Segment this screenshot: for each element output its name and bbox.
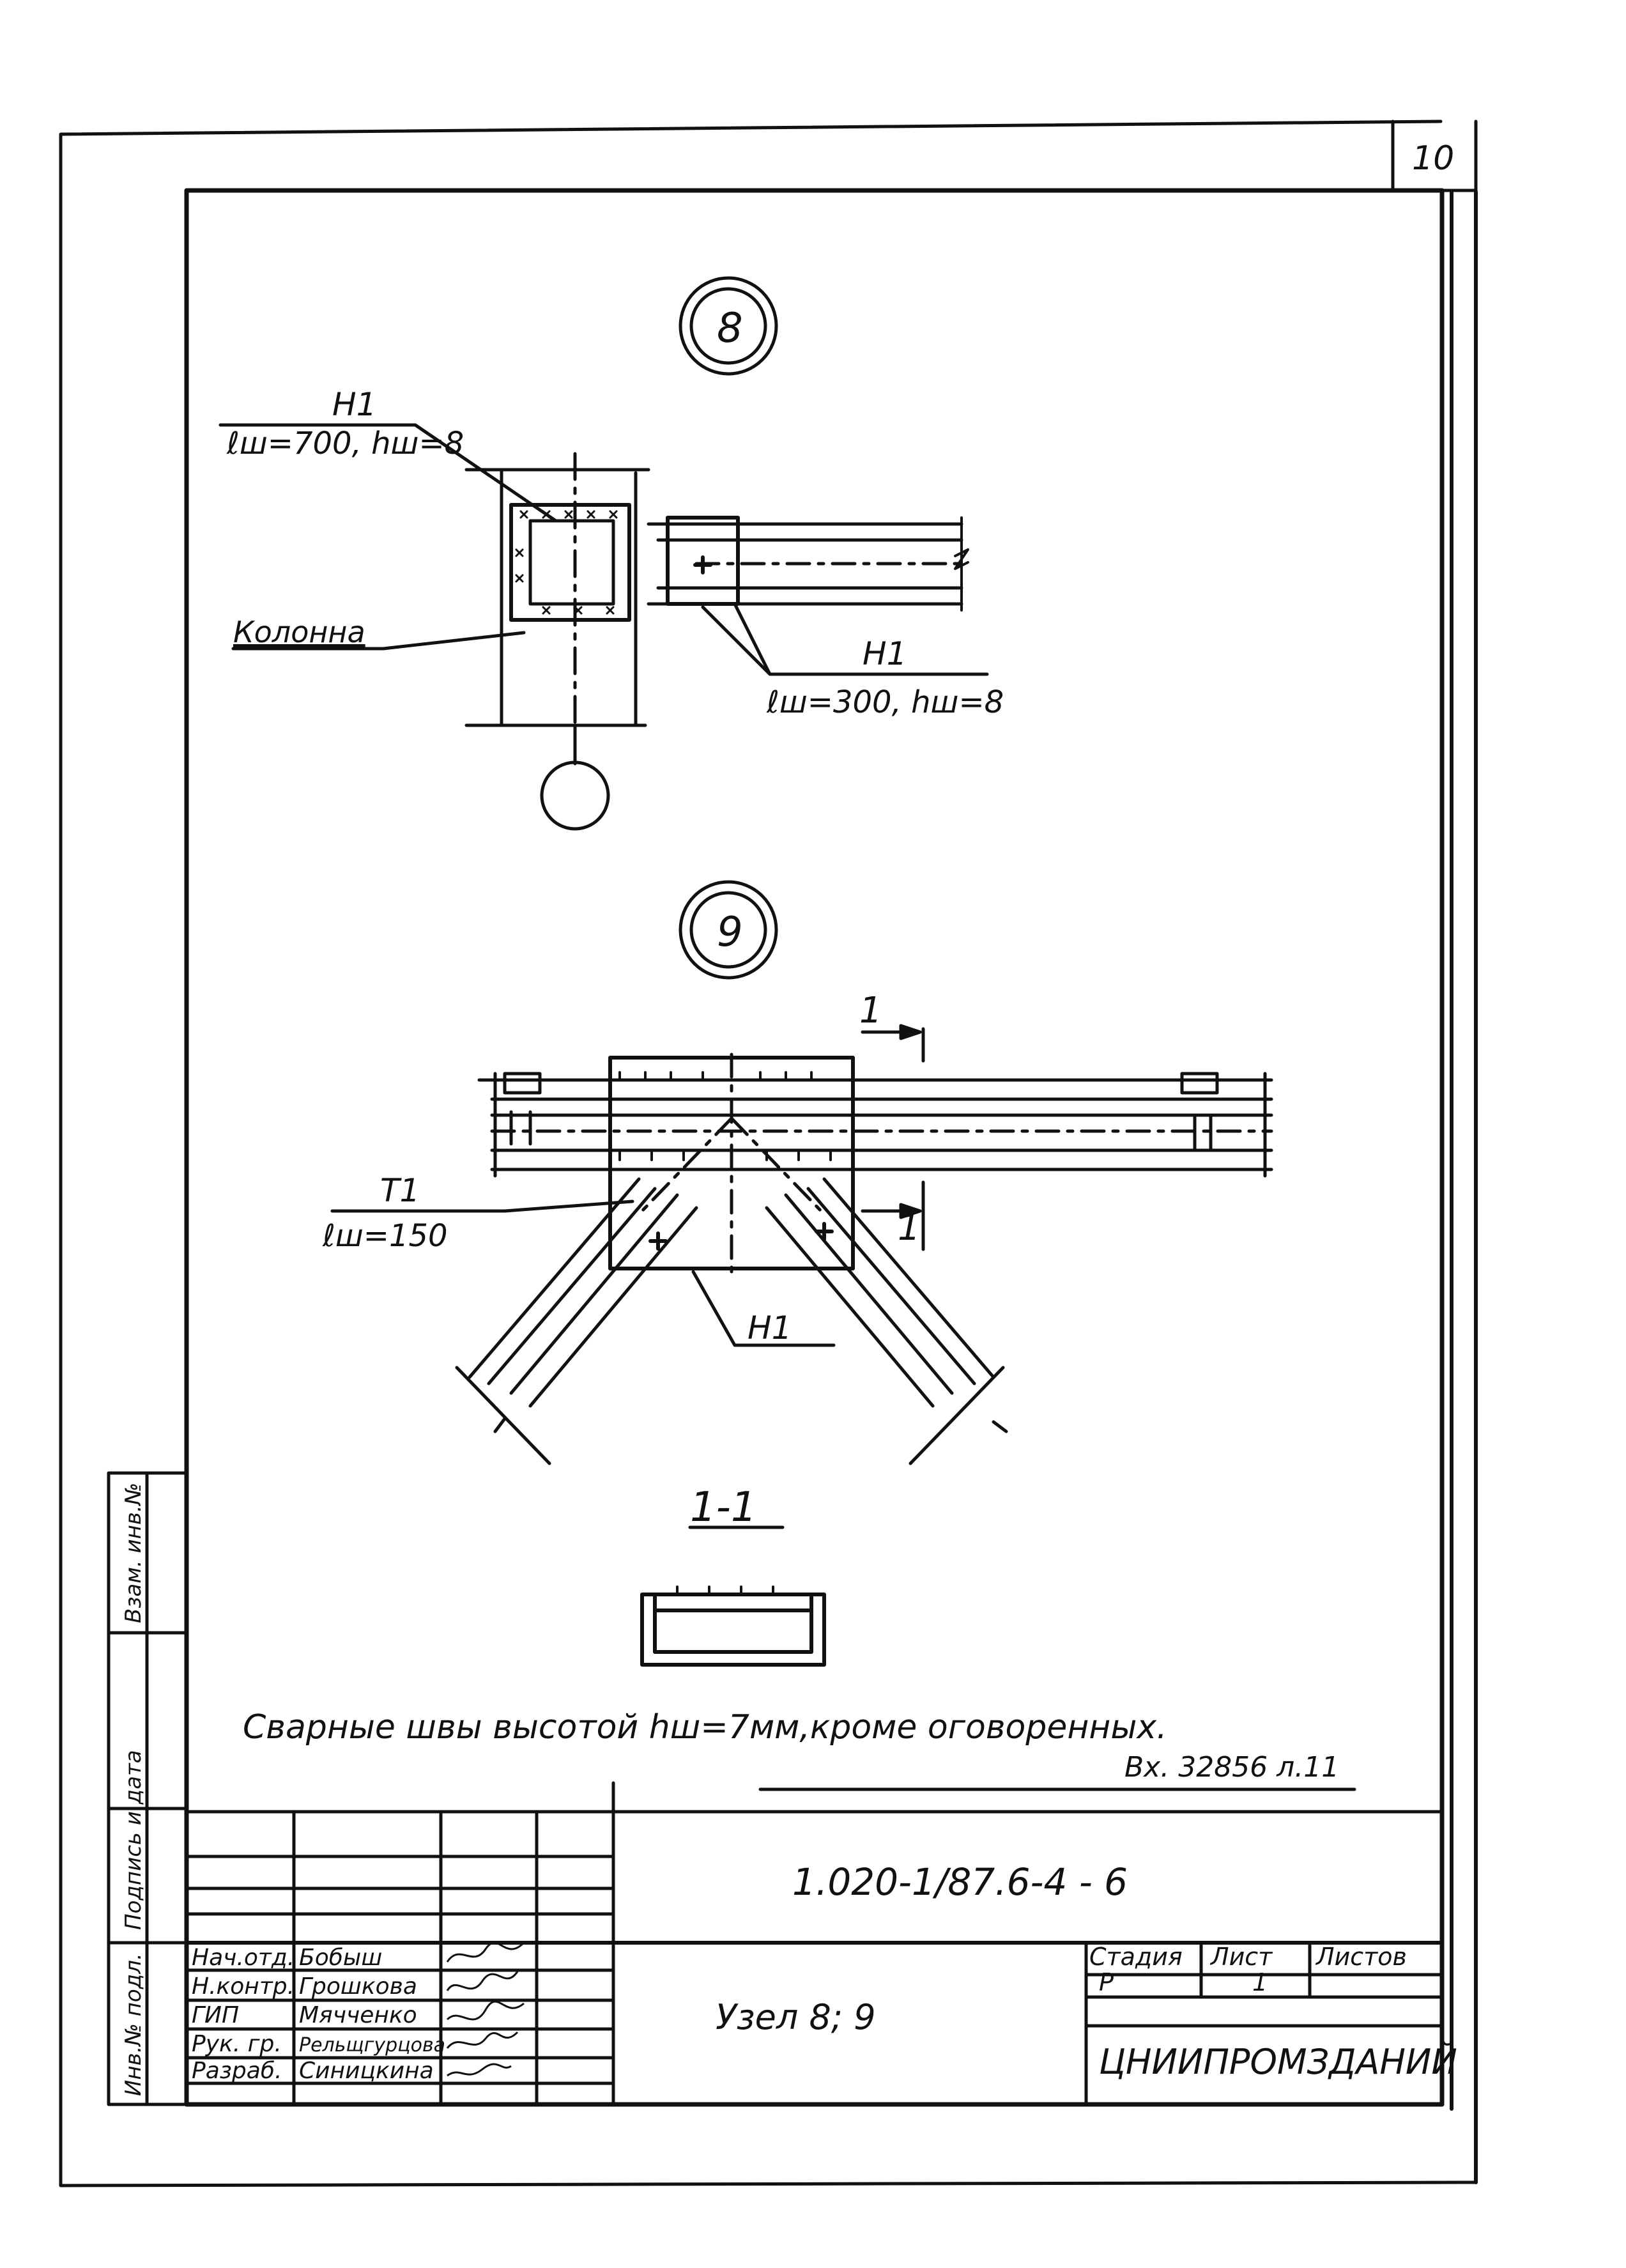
drawing-frame (184, 188, 1445, 2107)
weld-t1-mark: T1 (380, 1172, 420, 1209)
detail-8-marker-inner (689, 287, 767, 365)
staff-role: Нач.отд. (192, 1945, 295, 1971)
side-stamp-lines (107, 1471, 188, 2106)
column-label: Колонна (233, 615, 365, 649)
detail-9-marker-outer (679, 880, 778, 980)
beam-break (954, 516, 969, 612)
column-tube-outer (509, 503, 631, 622)
value-stage: Р (1099, 1968, 1114, 1996)
column-tube-inner (528, 519, 615, 606)
detail-9-graphic (330, 880, 1273, 1465)
section-profile (640, 1593, 826, 1667)
weld-h1-mark: H1 (748, 1309, 792, 1346)
frame-right-double (1450, 190, 1478, 2184)
weld-right-mark: H1 (863, 635, 907, 672)
section-1-1-graphic (640, 1525, 826, 1667)
leader-right-weld (701, 602, 989, 676)
leader-t1 (330, 1200, 634, 1213)
diagonal-left (468, 1177, 698, 1408)
leader-h1 (691, 1270, 836, 1347)
staff-name: Бобыш (299, 1945, 382, 1971)
title-block-lines (185, 1781, 1444, 2106)
section-mark-bottom: 1 (898, 1207, 921, 1249)
stamp-inv-orig: Инв.№ подл. (121, 1953, 146, 2096)
value-sheet: 1 (1252, 1968, 1268, 1996)
detail-9-marker-label: 9 (717, 909, 743, 956)
section-welds (676, 1585, 774, 1596)
header-sheet: Лист (1209, 1943, 1273, 1971)
axis-marker (540, 760, 610, 831)
staff-name: Синицкина (299, 2058, 434, 2084)
header-sheets: Листов (1315, 1943, 1407, 1971)
chord-breaks (493, 1072, 1267, 1178)
staff-role: Н.контр. (192, 1973, 295, 2000)
chord-end-posts (509, 1110, 1213, 1152)
beam-outline (647, 522, 963, 606)
staff-name: Грошкова (299, 1973, 417, 2000)
diagonal-bolts (648, 1222, 834, 1251)
leader-top-weld (219, 423, 558, 523)
general-note: Сварные швы высотой hш=7мм,кроме оговоре… (243, 1708, 1167, 1747)
chord-stiffener-left (503, 1072, 542, 1095)
staff-rows: Нач.отд. Бобыш Н.контр. Грошкова ГИП Мяч… (192, 1945, 445, 2084)
weld-right-spec: ℓш=300, hш=8 (766, 684, 1004, 720)
detail-8-graphic (219, 276, 989, 831)
page-number-box (1391, 120, 1478, 192)
beam-plate (666, 516, 740, 606)
leader-column (231, 631, 526, 651)
top-chord (477, 1078, 1273, 1171)
weld-top-spec: ℓш=700, hш=8 (226, 426, 464, 461)
staff-name: Рельщгурцова (299, 2034, 445, 2056)
incoming-ref: Вх. 32856 л.11 (1124, 1751, 1339, 1784)
weld-t1-spec: ℓш=150 (322, 1218, 448, 1254)
diagonal-end-right (909, 1366, 1008, 1465)
column-outline (464, 468, 650, 727)
staff-role: ГИП (192, 2002, 239, 2028)
staff-role: Разраб. (192, 2058, 282, 2084)
doc-code: 1.020-1/87.6-4 - 6 (792, 1860, 1128, 1904)
detail-8-marker-label: 8 (717, 305, 743, 352)
section-1-1-label: 1-1 (690, 1484, 757, 1531)
organization: ЦНИИПРОМЗДАНИЙ (1099, 2042, 1457, 2082)
staff-name: Мячченко (299, 2002, 417, 2028)
signatures (446, 1941, 525, 2077)
sheet-title: Узел 8; 9 (716, 1997, 876, 2037)
staff-role: Рук. гр. (192, 2031, 282, 2057)
sheet-border-outer (59, 120, 1478, 2187)
section-cut-bottom-arrow (899, 1203, 922, 1219)
header-stage: Стадия (1089, 1943, 1183, 1971)
chord-stiffener-right (1180, 1072, 1219, 1095)
stamp-sign-date: Подпись и дата (121, 1750, 146, 1930)
detail-8-marker-outer (679, 276, 778, 376)
detail-9-marker-inner (689, 891, 767, 969)
weld-top-mark: H1 (332, 386, 376, 423)
beam-plate-bolt (693, 555, 712, 575)
section-cut-top-arrow (899, 1024, 922, 1040)
diagonal-axes (637, 1116, 826, 1216)
section-mark-top: 1 (859, 990, 882, 1031)
page-number: 10 (1412, 139, 1454, 178)
diagonal-end-left (455, 1366, 551, 1465)
stamp-replaced-inv: Взам. инв.№ (121, 1483, 146, 1623)
diagonal-right (765, 1177, 995, 1408)
